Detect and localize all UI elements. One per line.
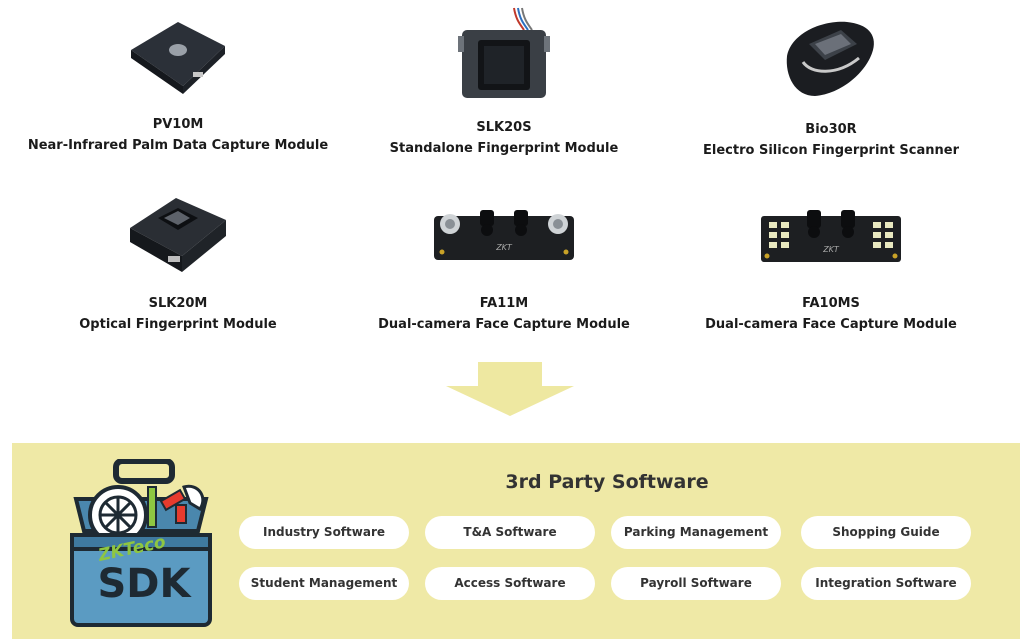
svg-text:ZKT: ZKT [822,245,840,254]
sdk-panel: ZKTeco SDK 3rd Party Software Industry S… [12,443,1020,639]
product-description: Standalone Fingerprint Module [389,141,619,156]
down-arrow-icon [446,362,574,416]
software-pill-student[interactable]: Student Management [239,567,409,600]
product-model: FA11M [479,296,529,311]
software-pill-access[interactable]: Access Software [425,567,595,600]
product-model: SLK20S [476,120,532,135]
software-pill-payroll[interactable]: Payroll Software [611,567,781,600]
sdk-toolbox-icon [70,459,212,627]
software-pill-shopping[interactable]: Shopping Guide [801,516,971,549]
dual-camera-board-icon: ZKT [434,210,574,260]
dual-camera-board-icon: ZKT [761,210,901,262]
software-pill-ta[interactable]: T&A Software [425,516,595,549]
optical-fingerprint-icon [130,198,226,272]
product-description: Dual-camera Face Capture Module [705,317,957,332]
software-pill-industry[interactable]: Industry Software [239,516,409,549]
product-model: PV10M [152,117,204,132]
third-party-software-title: 3rd Party Software [505,471,709,493]
product-description: Electro Silicon Fingerprint Scanner [703,143,959,158]
sdk-label: SDK [97,561,191,607]
fingerprint-module-icon [458,7,550,98]
product-description: Near-Infrared Palm Data Capture Module [27,138,329,153]
fingerprint-scanner-icon [786,21,874,96]
software-pill-integration[interactable]: Integration Software [801,567,971,600]
product-model: FA10MS [802,296,860,311]
product-model: SLK20M [148,296,208,311]
software-pill-parking[interactable]: Parking Management [611,516,781,549]
product-description: Dual-camera Face Capture Module [378,317,630,332]
svg-text:ZKT: ZKT [495,243,513,252]
product-description: Optical Fingerprint Module [79,317,277,332]
product-model: Bio30R [805,122,857,137]
palm-module-icon [131,22,225,94]
